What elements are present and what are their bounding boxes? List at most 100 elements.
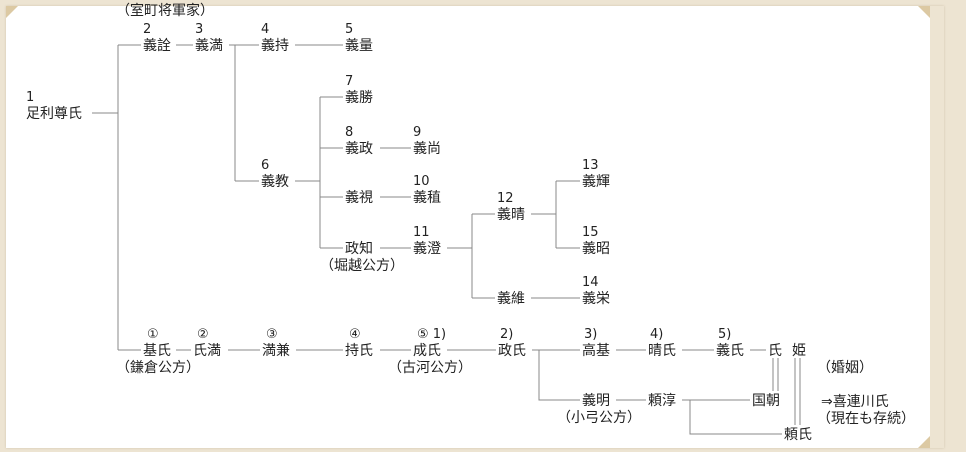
person-name: 義持: [261, 37, 289, 54]
generation-number: 5: [345, 22, 353, 37]
person-name: 義政: [345, 140, 373, 157]
name-backdrop: [496, 341, 530, 358]
person-name: 義輝: [582, 173, 610, 190]
corner-decoration: [6, 6, 18, 18]
office-note: （古河公方）: [388, 360, 472, 376]
generation-number: 11: [413, 225, 430, 240]
name-backdrop: [259, 172, 293, 189]
person-uji: 氏: [766, 341, 785, 359]
person-name: 義教: [261, 173, 289, 190]
tree-connectors: [92, 44, 801, 435]
generation-number: ④: [349, 327, 361, 342]
generation-number: 4): [650, 327, 663, 342]
person-yoshimochi: 4義持: [259, 22, 293, 54]
person-name: 義詮: [143, 37, 171, 54]
name-backdrop: [259, 36, 293, 53]
person-name: 政氏: [498, 343, 526, 359]
person-name: 義晴: [497, 206, 525, 223]
person-name: 成氏: [413, 343, 441, 359]
person-yoshitsuna: 義維: [495, 289, 529, 307]
name-backdrop: [580, 289, 614, 306]
person-name: 基氏: [143, 342, 171, 359]
person-hime: 姫: [790, 341, 809, 359]
name-backdrop: [191, 341, 225, 358]
person-yoshiakira: 2義詮: [141, 22, 175, 54]
page-edge: [930, 6, 944, 448]
person-name: 義勝: [345, 89, 373, 106]
name-backdrop: [343, 188, 377, 205]
person-yoshinori: 6義教: [259, 158, 293, 190]
generation-number: 14: [582, 275, 599, 290]
person-yoshiuji: 5)義氏: [714, 327, 748, 359]
person-yoshimi: 義視: [343, 188, 377, 206]
name-backdrop: [411, 239, 445, 256]
kitsuregawa-note: ⇒喜連川氏: [821, 394, 889, 410]
generation-number: 3: [195, 22, 203, 37]
corner-decoration: [918, 436, 930, 448]
person-yoshikatsu: 7義勝: [343, 74, 377, 106]
generation-number: 1: [26, 90, 34, 105]
name-backdrop: [790, 341, 809, 358]
extant-note: （現在も存続）: [817, 410, 915, 427]
name-backdrop: [343, 36, 377, 53]
generation-number: 9: [413, 125, 421, 140]
person-name: 頼氏: [784, 427, 812, 443]
person-name: 義量: [345, 37, 373, 54]
person-name: 満兼: [262, 343, 290, 359]
person-name: 義尚: [413, 140, 441, 157]
person-name: 義満: [195, 37, 223, 54]
person-name: 政知: [345, 240, 373, 257]
person-name: 義視: [345, 189, 373, 206]
genealogy-card: [6, 6, 944, 448]
person-yoriuji: 頼氏: [782, 425, 816, 443]
person-name: 義澄: [413, 240, 441, 257]
corner-decoration: [918, 6, 930, 18]
name-backdrop: [766, 341, 785, 358]
name-backdrop: [343, 239, 377, 256]
generation-number: 12: [497, 191, 514, 206]
name-backdrop: [411, 188, 445, 205]
person-yoshimasa: 8義政: [343, 125, 377, 157]
generation-number: 2): [500, 327, 513, 342]
name-backdrop: [193, 36, 227, 53]
person-name: 義氏: [716, 342, 744, 359]
generation-number: 6: [261, 158, 269, 173]
generation-number: 3): [584, 327, 597, 342]
name-backdrop: [646, 391, 680, 408]
person-yoshikazu: 5義量: [343, 22, 377, 54]
person-masauji: 2)政氏: [496, 327, 530, 359]
person-haruuji: 4)晴氏: [646, 327, 680, 359]
name-backdrop: [580, 391, 614, 408]
person-name: 姫: [792, 343, 806, 359]
person-yoshiaki_oyumi: 義明（小弓公方）: [557, 391, 641, 426]
person-name: 義維: [497, 290, 525, 307]
name-backdrop: [580, 172, 614, 189]
person-yorizumi: 頼淳: [646, 391, 680, 409]
person-masatomo: 政知（堀越公方）: [320, 239, 404, 274]
name-backdrop: [343, 139, 377, 156]
generation-number: 7: [345, 74, 353, 89]
person-name: 義栄: [582, 290, 610, 307]
name-backdrop: [495, 289, 529, 306]
marriage-note: （婚姻）: [817, 360, 873, 376]
office-note: （鎌倉公方）: [116, 360, 200, 376]
generation-number: 15: [582, 225, 599, 240]
person-takamoto: 3)高基: [580, 327, 614, 359]
person-mochiuji: ④持氏: [343, 327, 377, 359]
person-name: 義明: [582, 392, 610, 409]
generation-number: ③: [266, 327, 278, 342]
name-backdrop: [750, 391, 784, 408]
generation-number: 5): [718, 327, 731, 342]
person-name: 氏満: [193, 343, 221, 359]
name-backdrop: [141, 341, 175, 358]
name-backdrop: [580, 239, 614, 256]
office-note: （小弓公方）: [557, 410, 641, 426]
name-backdrop: [24, 104, 88, 121]
